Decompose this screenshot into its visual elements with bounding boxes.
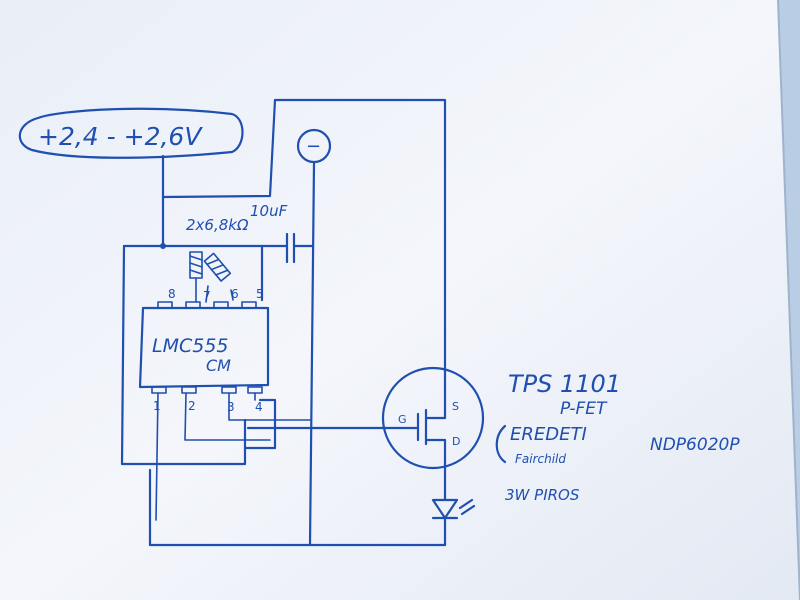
mosfet-drain-label: D: [452, 435, 460, 448]
pin-label-5: 5: [256, 287, 264, 301]
pin-label-1: 1: [153, 399, 161, 413]
chip-sublabel: CM: [206, 356, 231, 375]
pin-label-2: 2: [188, 399, 196, 413]
chip-outer-loop: [120, 244, 247, 466]
pin-label-4: 4: [255, 400, 263, 414]
ground-wire: [308, 161, 316, 547]
supply-bubble: [18, 107, 244, 159]
chip-body: [138, 306, 270, 389]
ground-minus: −: [306, 136, 321, 157]
mosfet-internal: [416, 378, 447, 502]
capacitor-label: 10uF: [250, 202, 288, 220]
mosfet-title: TPS 1101: [508, 370, 621, 398]
original-part: NDP6020P: [650, 435, 740, 455]
original-maker: Fairchild: [515, 452, 566, 466]
chip-label: LMC555: [152, 335, 229, 357]
resistors-label: 2x6,8kΩ: [186, 216, 249, 234]
mosfet-source-label: S: [452, 400, 459, 413]
pin-label-3: 3: [227, 400, 235, 414]
original-word: EREDETI: [510, 424, 587, 445]
pin4-wire: [243, 398, 277, 450]
top-rail-wire: [161, 98, 447, 382]
original-bracket: [495, 424, 507, 464]
mosfet-gate-label: G: [398, 413, 407, 426]
pin-label-6: 6: [231, 287, 239, 301]
supply-voltage-label: +2,4 - +2,6V: [38, 122, 203, 151]
chip-left-wire: [122, 244, 264, 302]
pin-label-7: 7: [203, 289, 211, 303]
bottom-rail-wire: [148, 468, 447, 547]
capacitor-symbol: [260, 232, 314, 264]
led-label: 3W PIROS: [505, 486, 580, 504]
resistor-2: [203, 252, 232, 282]
mosfet-symbol: [381, 366, 485, 470]
pin-label-8: 8: [168, 287, 176, 301]
mosfet-type: P-FET: [560, 399, 608, 419]
